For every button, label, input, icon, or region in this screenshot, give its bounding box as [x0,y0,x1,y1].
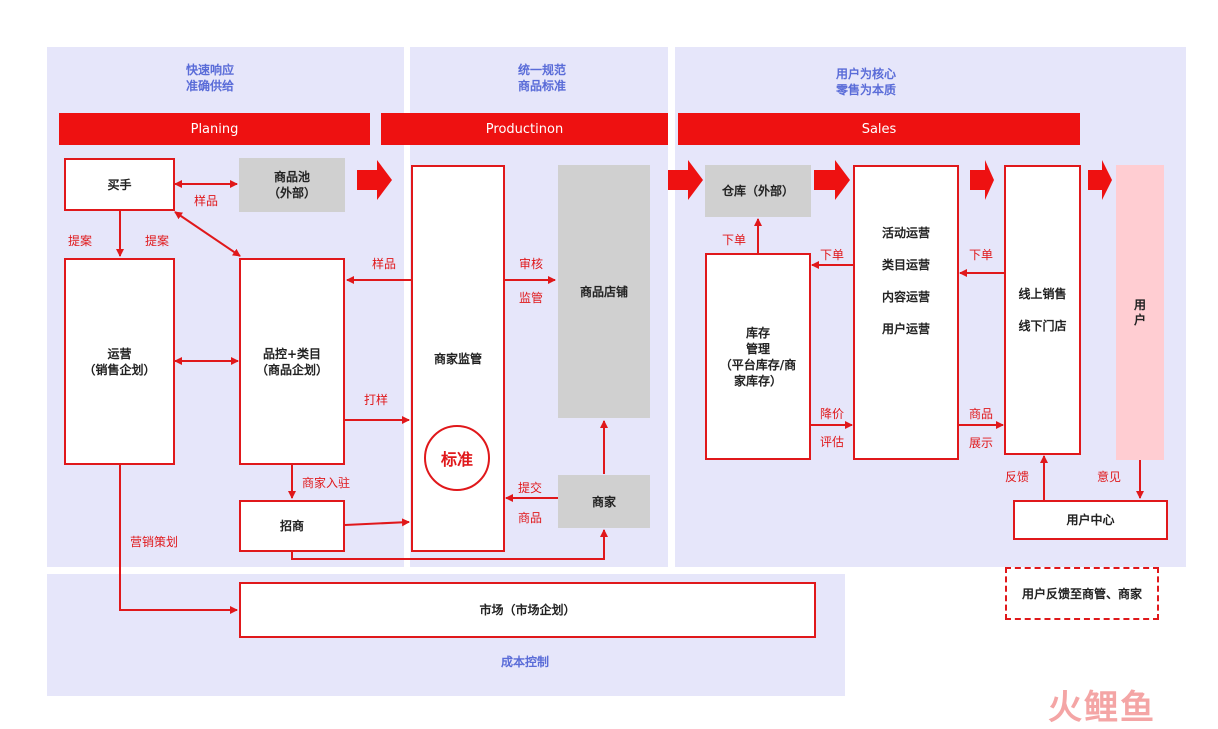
planning-bar: Planing [59,113,370,145]
inventory-node: 库存管理（平台库存/商家库存） [705,253,811,460]
merchant-recruit-node: 招商 [239,500,345,552]
label-evaluate: 评估 [820,435,845,449]
production-title: 统一规范商品标准 [517,63,566,93]
buyer-node: 买手 [64,158,175,211]
label-feedback: 反馈 [1005,470,1030,484]
market-planning-node: 市场（市场企划） [239,582,816,638]
watermark-logo: 火鲤鱼 [1048,688,1156,728]
label-proposal-right: 提案 [145,234,170,248]
sales-title: 用户为核心零售为本质 [835,67,896,97]
sales-bar: Sales [678,113,1080,145]
label-audit: 审核 [519,257,544,271]
label-display: 展示 [969,436,994,450]
label-opinion: 意见 [1097,470,1122,484]
product-store-node: 商品店铺 [558,165,650,418]
label-monitor: 监管 [519,291,544,305]
label-sample-top: 样品 [194,194,219,208]
label-settle: 商家入驻 [302,476,351,490]
label-markdown: 降价 [820,407,845,421]
product-pool-node: 商品池（外部） [239,158,345,212]
label-submit: 提交 [518,481,543,495]
label-order-warehouse: 下单 [722,233,747,247]
user-center-node: 用户中心 [1013,500,1168,540]
operations-planning-node: 运营（销售企划） [64,258,175,465]
label-proposal-left: 提案 [68,234,93,248]
sales-channel-node: 线上销售线下门店 [1004,165,1081,455]
production-bar: Productinon [381,113,668,145]
user-feedback-note: 用户反馈至商管、商家 [1005,567,1159,620]
user-bar: 用户 [1116,165,1164,460]
planning-title: 快速响应准确供给 [185,63,234,93]
standard-circle: 标准 [424,425,490,491]
label-order-ops: 下单 [820,248,845,262]
label-sample-mid: 样品 [372,257,397,271]
label-marketing: 营销策划 [130,535,179,549]
merchant-supervision-node: 商家监管 [411,165,505,552]
label-proof: 打样 [364,393,389,407]
label-goods-show: 商品 [969,407,994,421]
label-order-sales: 下单 [969,248,994,262]
cost-control-label: 成本控制 [500,655,549,669]
merchant-node: 商家 [558,475,650,528]
label-goods: 商品 [518,511,543,525]
quality-category-node: 品控+类目（商品企划） [239,258,345,465]
operations-node: 活动运营类目运营内容运营用户运营 [853,165,959,460]
warehouse-node: 仓库（外部） [705,165,811,217]
